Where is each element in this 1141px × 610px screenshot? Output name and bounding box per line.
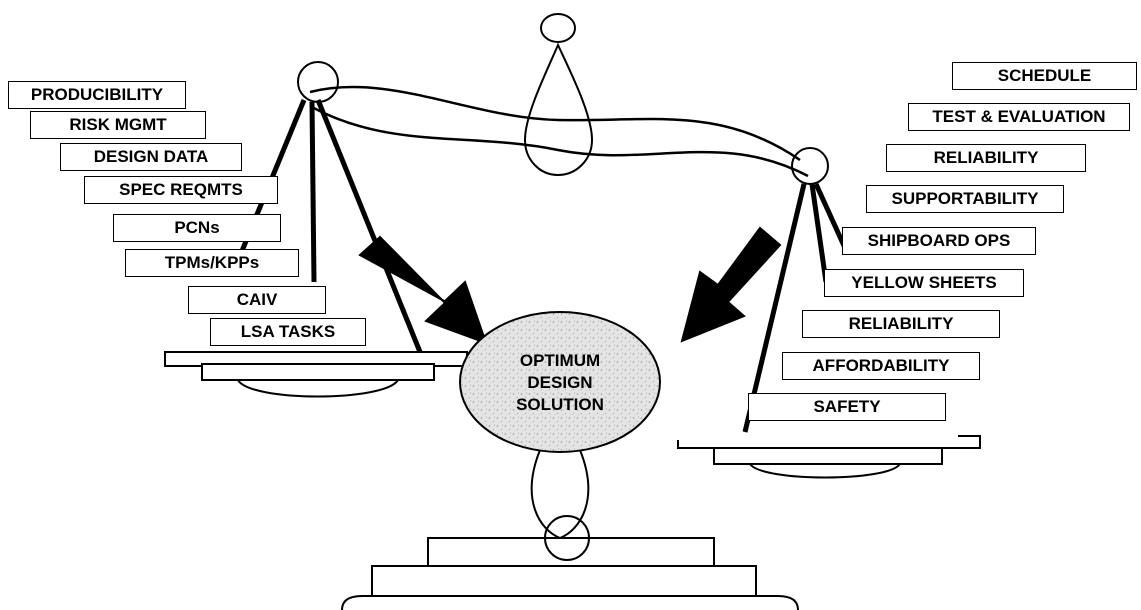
right-string-1 bbox=[742, 183, 807, 433]
center-solution-label: OPTIMUM DESIGN SOLUTION bbox=[490, 350, 630, 416]
center-line-2: DESIGN bbox=[527, 373, 593, 392]
left-pan-base bbox=[201, 363, 435, 381]
beam-ribbon-upper bbox=[309, 85, 801, 162]
right-label-safety: SAFETY bbox=[748, 393, 946, 421]
center-line-3: SOLUTION bbox=[516, 395, 604, 414]
left-label-lsa-tasks: LSA TASKS bbox=[210, 318, 366, 346]
stand-foot bbox=[341, 595, 799, 610]
right-label-shipboard-ops: SHIPBOARD OPS bbox=[842, 227, 1036, 255]
right-label-yellow-sheets: YELLOW SHEETS bbox=[824, 269, 1024, 297]
left-label-tpms-kpps: TPMs/KPPs bbox=[125, 249, 299, 277]
left-label-caiv: CAIV bbox=[188, 286, 326, 314]
top-ring bbox=[540, 13, 576, 43]
left-pan-bowl bbox=[237, 379, 399, 398]
left-string-3 bbox=[315, 99, 423, 353]
left-arrow bbox=[358, 235, 488, 345]
left-label-design-data: DESIGN DATA bbox=[60, 143, 242, 171]
right-pan-plate bbox=[677, 435, 981, 449]
right-label-reliability-2: RELIABILITY bbox=[802, 310, 1000, 338]
stand-top-plate bbox=[427, 537, 715, 567]
left-label-pcns: PCNs bbox=[113, 214, 281, 242]
left-label-spec-reqmts: SPEC REQMTS bbox=[84, 176, 278, 204]
right-arrow bbox=[680, 226, 782, 343]
right-pan-bowl bbox=[749, 463, 901, 479]
left-label-risk-mgmt: RISK MGMT bbox=[30, 111, 206, 139]
left-string-2 bbox=[309, 101, 317, 283]
center-oval bbox=[459, 311, 661, 453]
right-ring bbox=[791, 147, 829, 185]
right-label-schedule: SCHEDULE bbox=[952, 62, 1137, 90]
left-ring bbox=[297, 61, 339, 103]
stand-knob bbox=[544, 515, 590, 561]
right-string-3 bbox=[813, 182, 848, 250]
stand-stem bbox=[530, 449, 590, 540]
right-string-2 bbox=[809, 183, 829, 283]
right-label-test-evaluation: TEST & EVALUATION bbox=[908, 103, 1130, 131]
right-label-reliability-1: RELIABILITY bbox=[886, 144, 1086, 172]
right-pan-base bbox=[713, 447, 943, 465]
center-teardrop bbox=[523, 42, 594, 177]
right-label-affordability: AFFORDABILITY bbox=[782, 352, 980, 380]
left-label-producibility: PRODUCIBILITY bbox=[8, 81, 186, 109]
center-line-1: OPTIMUM bbox=[519, 351, 601, 370]
stand-middle-plate bbox=[371, 565, 757, 597]
beam-ribbon-lower bbox=[309, 104, 809, 178]
right-label-supportability: SUPPORTABILITY bbox=[866, 185, 1064, 213]
